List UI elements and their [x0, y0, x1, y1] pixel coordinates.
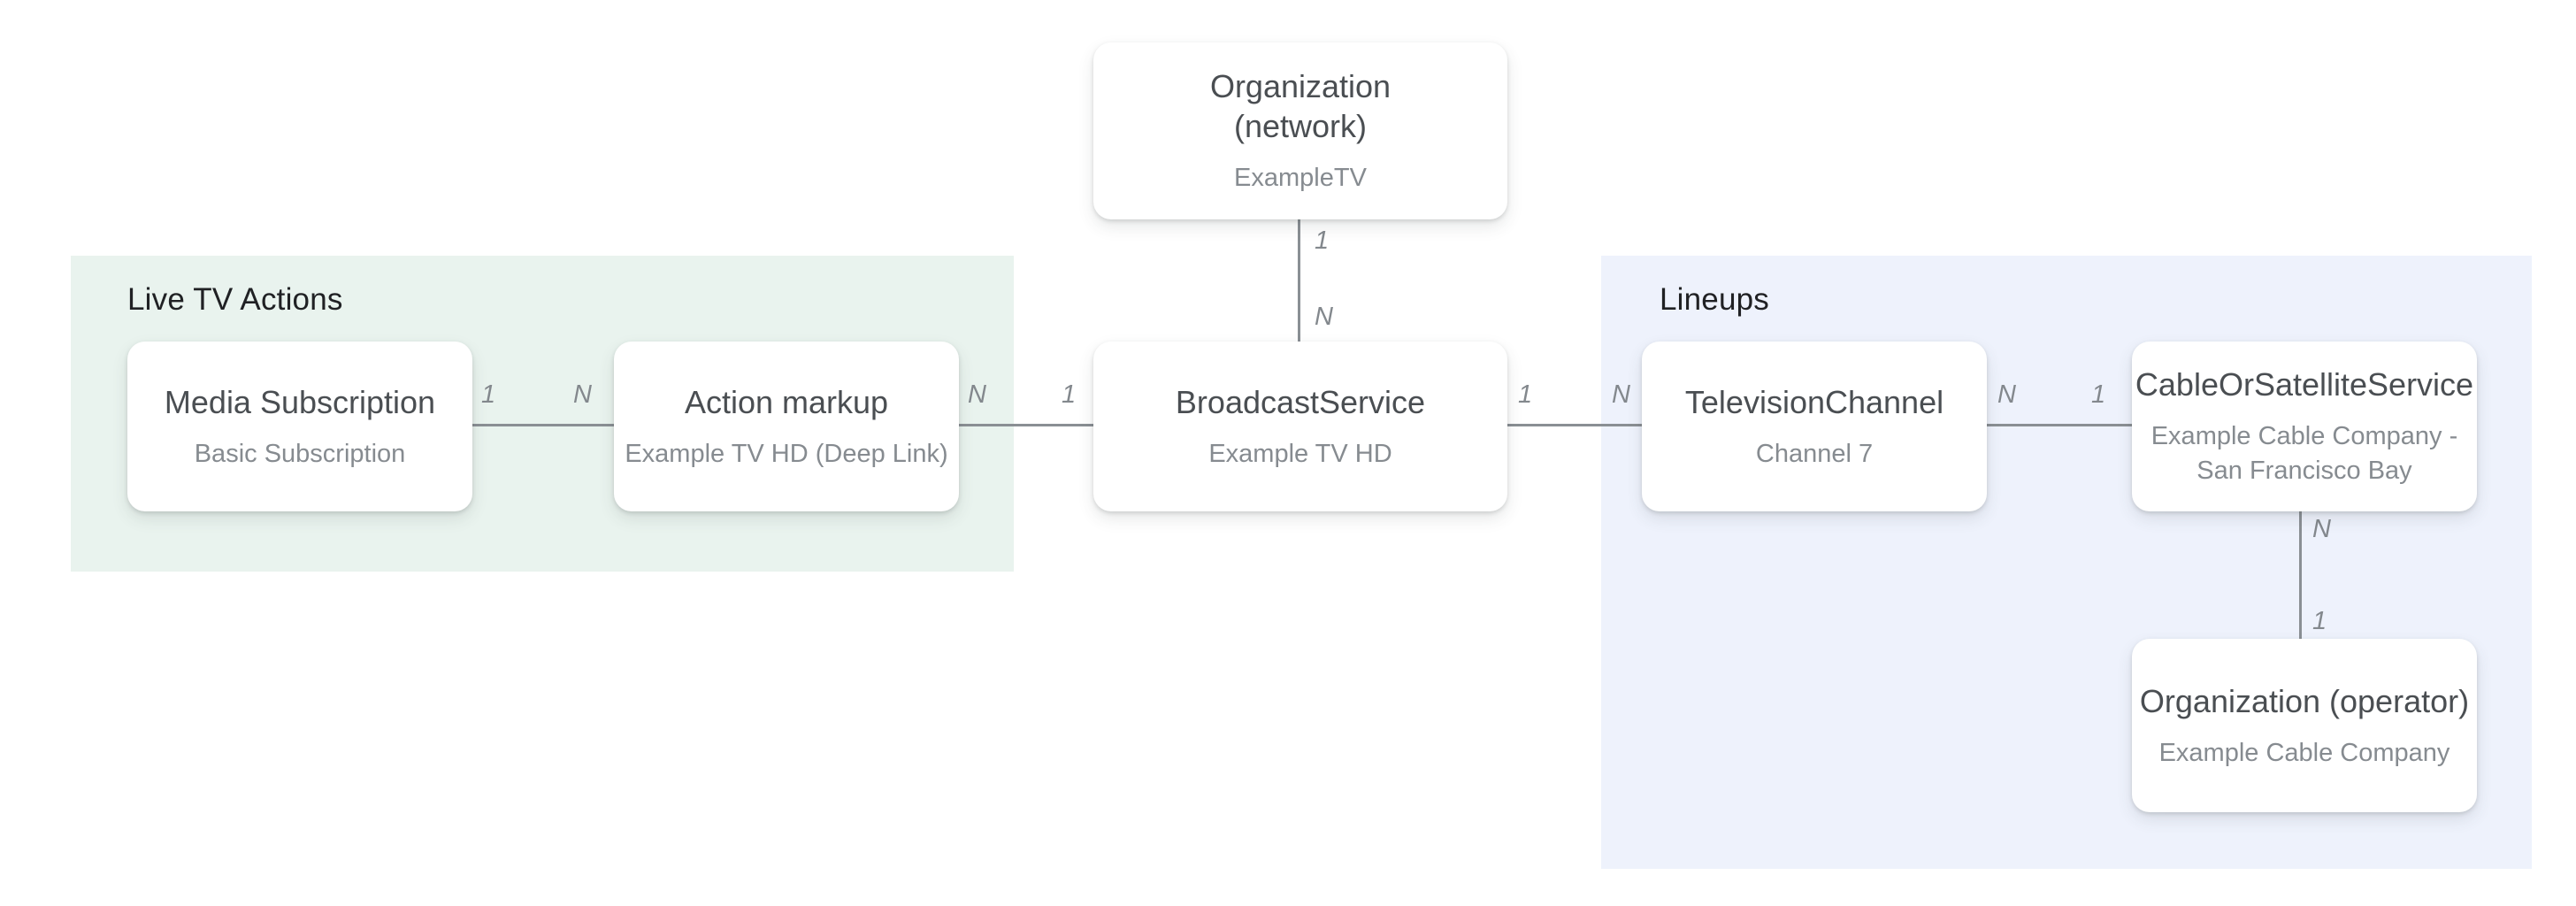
- cardinality-label: 1: [1315, 226, 1330, 255]
- entity-title: Action markup: [684, 383, 889, 420]
- entity-subtitle: ExampleTV: [1234, 164, 1367, 192]
- entity-subtitle: Example Cable Company: [2158, 738, 2450, 767]
- cardinality-label: 1: [1062, 380, 1077, 409]
- cardinality-label: N: [573, 380, 592, 409]
- entity-card-media-subscription: Media Subscription Basic Subscription: [127, 342, 472, 511]
- cardinality-label: 1: [481, 380, 496, 409]
- entity-title: Organization (operator): [2139, 682, 2470, 719]
- cardinality-label: N: [1315, 303, 1333, 331]
- cardinality-label: N: [2312, 515, 2331, 543]
- connector-media-subscription-to-action-markup: [472, 424, 614, 426]
- entity-card-broadcast-service: BroadcastService Example TV HD: [1093, 342, 1507, 511]
- entity-title: BroadcastService: [1175, 383, 1426, 420]
- cardinality-label: N: [968, 380, 986, 409]
- entity-subtitle: Example TV HD: [1208, 439, 1392, 468]
- connector-action-markup-to-broadcast-service: [959, 424, 1093, 426]
- group-live-tv-actions-header: Live TV Actions: [127, 282, 343, 317]
- cardinality-label: 1: [1518, 380, 1533, 409]
- connector-television-channel-to-cable-or-satellite-service: [1987, 424, 2132, 426]
- entity-subtitle: Example TV HD (Deep Link): [625, 439, 948, 468]
- entity-title: Organization (network): [1209, 68, 1392, 144]
- connector-broadcast-service-to-television-channel: [1507, 424, 1642, 426]
- entity-title: CableOrSatelliteService: [2135, 366, 2474, 403]
- cardinality-label: N: [1612, 380, 1630, 409]
- entity-card-organization-operator: Organization (operator) Example Cable Co…: [2132, 639, 2477, 812]
- entity-title: Media Subscription: [164, 383, 436, 420]
- cardinality-label: N: [1997, 380, 2016, 409]
- group-lineups-header: Lineups: [1660, 282, 1770, 317]
- connector-cable-or-satellite-service-to-organization-operator: [2299, 511, 2302, 639]
- entity-title: TelevisionChannel: [1684, 383, 1944, 420]
- entity-card-television-channel: TelevisionChannel Channel 7: [1642, 342, 1987, 511]
- entity-subtitle: Channel 7: [1755, 439, 1874, 468]
- cardinality-label: 1: [2312, 607, 2327, 635]
- entity-card-action-markup: Action markup Example TV HD (Deep Link): [614, 342, 959, 511]
- entity-subtitle: Example Cable Company - San Francisco Ba…: [2150, 422, 2458, 485]
- entity-card-cable-or-satellite-service: CableOrSatelliteService Example Cable Co…: [2132, 342, 2477, 511]
- entity-card-organization-network: Organization (network) ExampleTV: [1093, 42, 1507, 219]
- connector-organization-network-to-broadcast-service: [1298, 219, 1300, 342]
- entity-subtitle: Basic Subscription: [194, 439, 406, 468]
- cardinality-label: 1: [2091, 380, 2106, 409]
